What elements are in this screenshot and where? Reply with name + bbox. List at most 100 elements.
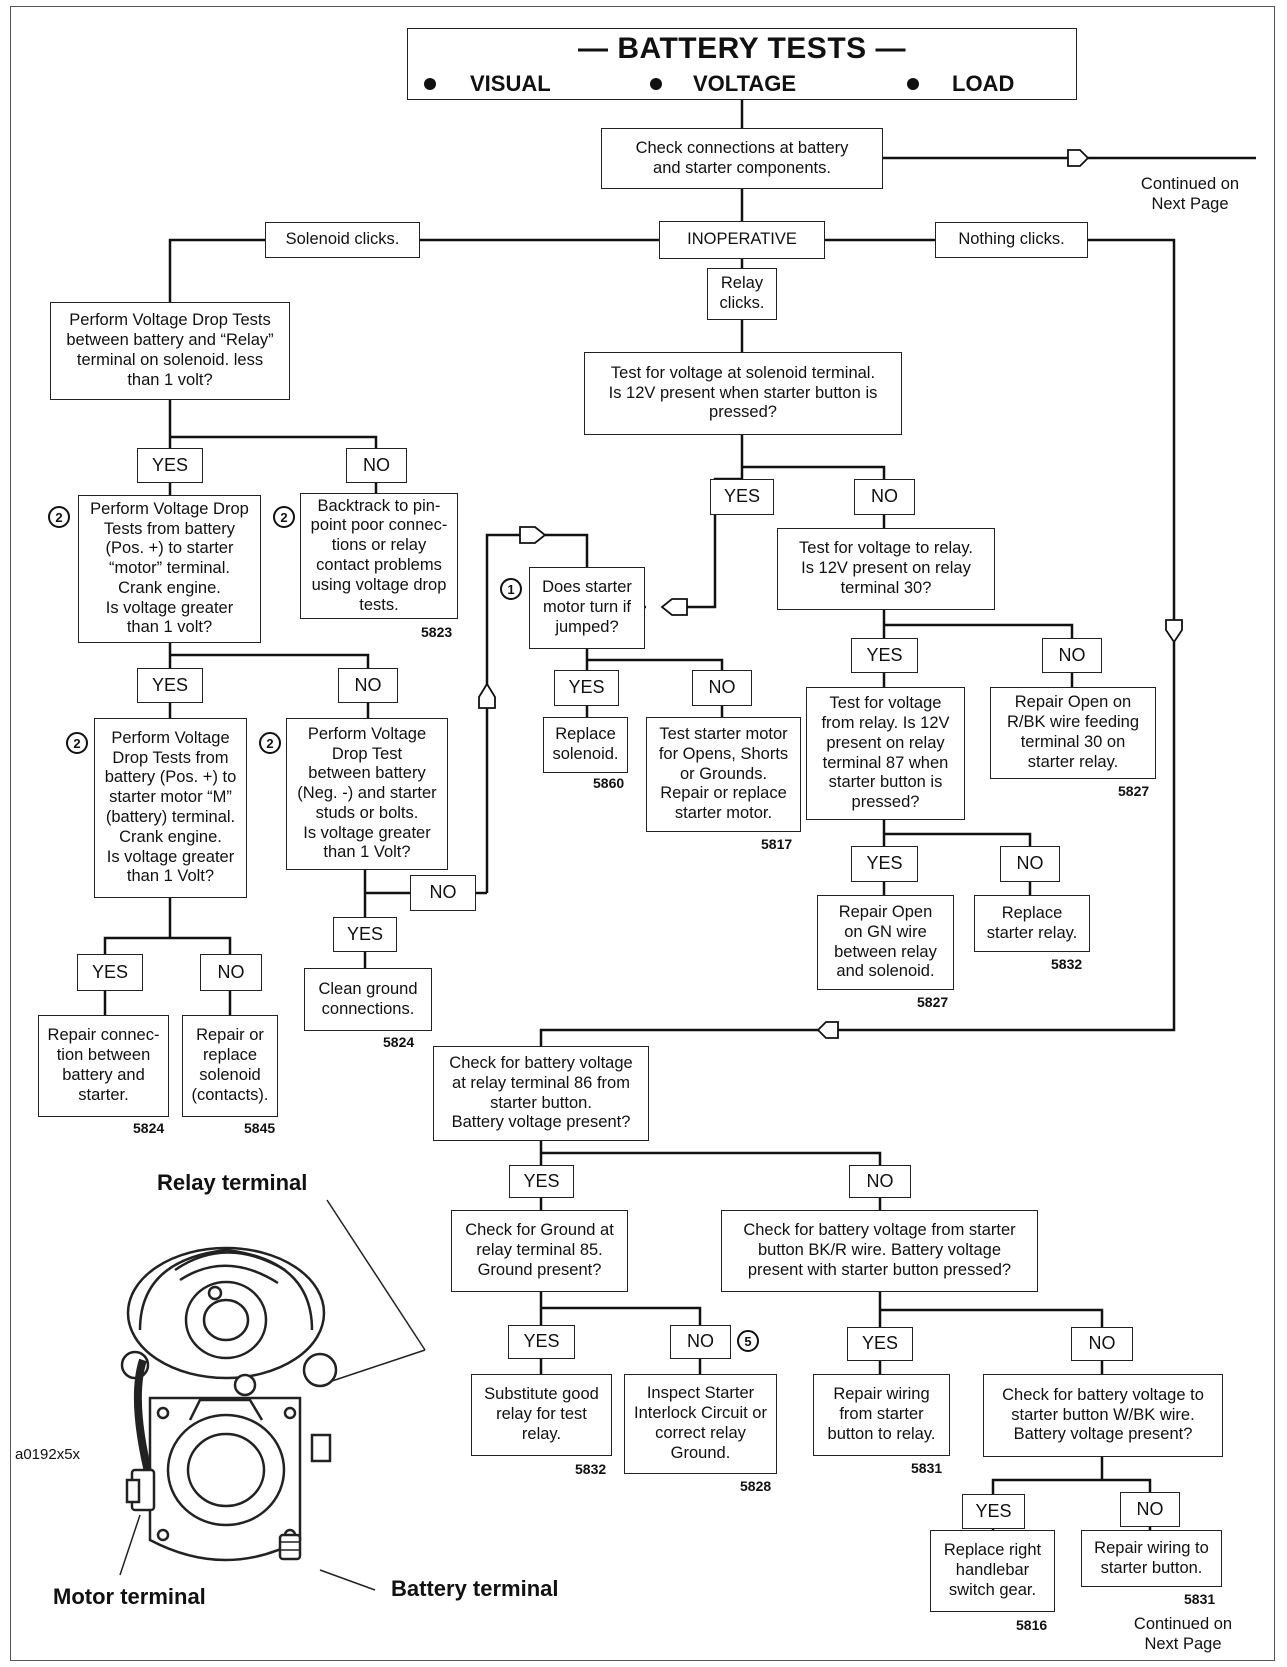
code-label: 5823 [421, 624, 453, 640]
arrow-left-mid [816, 1021, 839, 1039]
test-relay-87-box: Test for voltage from relay. Is 12V pres… [806, 687, 965, 820]
arrow-left-jumped [660, 598, 688, 616]
backtrack-box: Backtrack to pin- point poor connec- tio… [300, 493, 458, 619]
yes-label: YES [851, 638, 918, 673]
repair-rbk-box: Repair Open on R/BK wire feeding termina… [990, 687, 1156, 779]
check-relay-86-box: Check for battery voltage at relay termi… [433, 1046, 649, 1141]
page-frame [10, 6, 1275, 1661]
no-label: NO [346, 448, 407, 483]
inspect-interlock-box: Inspect Starter Interlock Circuit or cor… [624, 1374, 777, 1474]
code-label: 5831 [1184, 1591, 1216, 1607]
repair-gn-box: Repair Open on GN wire between relay and… [817, 895, 954, 990]
no-label: NO [1000, 846, 1060, 882]
code-label: 5817 [761, 836, 793, 852]
yes-label: YES [554, 670, 619, 706]
check-wbk-box: Check for battery voltage to starter but… [983, 1374, 1223, 1457]
code-label: 5832 [575, 1461, 607, 1477]
yes-label: YES [508, 1325, 575, 1359]
check-relay-85-box: Check for Ground at relay terminal 85. G… [451, 1210, 628, 1292]
bullet-icon [650, 78, 662, 90]
nothing-clicks-box: Nothing clicks. [935, 222, 1088, 258]
arrow-down-right [1165, 619, 1183, 644]
no-label: NO [854, 479, 915, 515]
code-label: 5860 [593, 775, 625, 791]
test-relay-30-box: Test for voltage to relay. Is 12V presen… [777, 528, 995, 610]
figure-id: a0192x5x [15, 1446, 81, 1463]
note-1-icon: 1 [500, 578, 522, 600]
yes-label: YES [847, 1327, 913, 1361]
no-label: NO [1071, 1327, 1133, 1361]
subtitle-voltage: VOLTAGE [693, 71, 797, 96]
bullet-icon [907, 78, 919, 90]
title-box: — BATTERY TESTS — VISUAL VOLTAGE LOAD [407, 28, 1077, 100]
substitute-relay-box: Substitute good relay for test relay. [471, 1374, 612, 1456]
note-2-icon: 2 [48, 506, 70, 528]
code-label: 5845 [244, 1120, 276, 1136]
no-label: NO [1120, 1492, 1180, 1527]
code-label: 5827 [1118, 783, 1150, 799]
subtitle-load: LOAD [952, 71, 1015, 96]
page-title: — BATTERY TESTS — [578, 32, 906, 65]
yes-label: YES [710, 479, 774, 515]
bullet-icon [424, 78, 436, 90]
code-label: 5824 [133, 1120, 165, 1136]
continued-top-note: Continued on Next Page [1140, 175, 1240, 213]
yes-label: YES [77, 954, 143, 991]
test-solenoid-terminal-box: Test for voltage at solenoid terminal. I… [584, 352, 902, 435]
yes-label: YES [137, 448, 203, 483]
code-label: 5827 [917, 994, 949, 1010]
inoperative-box: INOPERATIVE [659, 221, 825, 259]
note-2-icon: 2 [273, 506, 295, 528]
check-bkr-box: Check for battery voltage from starter b… [721, 1210, 1038, 1292]
test-starter-motor-box: Test starter motor for Opens, Shorts or … [646, 717, 801, 832]
no-label: NO [849, 1165, 911, 1198]
repair-solenoid-box: Repair or replace solenoid (contacts). [182, 1015, 278, 1117]
no-label: NO [200, 954, 262, 991]
no-label: NO [1042, 638, 1102, 673]
code-label: 5828 [740, 1478, 772, 1494]
repair-wiring-button-box: Repair wiring to starter button. [1081, 1530, 1222, 1587]
code-label: 5832 [1051, 956, 1083, 972]
yes-label: YES [137, 668, 203, 703]
starter-motor-drawing [119, 1199, 426, 1591]
replace-solenoid-box: Replace solenoid. [543, 717, 628, 773]
repair-wiring-relay-box: Repair wiring from starter button to rel… [813, 1374, 950, 1456]
replace-switch-gear-box: Replace right handlebar switch gear. [930, 1530, 1055, 1612]
voltage-drop-relay-box: Perform Voltage Drop Tests between batte… [50, 302, 290, 400]
replace-relay-box: Replace starter relay. [974, 895, 1090, 952]
no-label: NO [692, 670, 752, 706]
code-label: 5824 [383, 1034, 415, 1050]
motor-terminal-label: Motor terminal [53, 1584, 206, 1609]
check-connections-box: Check connections at battery and starter… [601, 128, 883, 189]
yes-label: YES [851, 846, 918, 882]
note-5-icon: 5 [737, 1330, 759, 1352]
solenoid-clicks-box: Solenoid clicks. [265, 222, 420, 258]
arrow-right-jumped [519, 526, 547, 544]
arrow-right-top [1067, 149, 1090, 167]
continued-bottom-note: Continued on Next Page [1133, 1615, 1233, 1653]
repair-connection-box: Repair connec- tion between battery and … [38, 1015, 169, 1117]
arrow-up-jumped [478, 682, 496, 709]
yes-label: YES [509, 1165, 574, 1198]
yes-label: YES [333, 917, 397, 952]
battery-terminal-label: Battery terminal [391, 1576, 559, 1601]
no-label: NO [670, 1325, 731, 1359]
yes-label: YES [962, 1494, 1025, 1529]
clean-ground-box: Clean ground connections. [304, 968, 432, 1031]
starter-jumped-box: Does starter motor turn if jumped? [529, 567, 645, 649]
flow-arrows [478, 149, 1183, 1039]
subtitle-visual: VISUAL [470, 71, 551, 96]
voltage-drop-m-terminal-box: Perform Voltage Drop Tests from battery … [94, 718, 247, 898]
voltage-drop-negative-box: Perform Voltage Drop Test between batter… [286, 718, 448, 870]
no-label: NO [338, 668, 398, 703]
code-label: 5816 [1016, 1617, 1048, 1633]
code-label: 5831 [911, 1460, 943, 1476]
note-2-icon: 2 [259, 732, 281, 754]
no-label: NO [410, 875, 476, 911]
relay-terminal-label: Relay terminal [157, 1170, 308, 1195]
relay-clicks-box: Relay clicks. [707, 268, 777, 320]
voltage-drop-motor-box: Perform Voltage Drop Tests from battery … [78, 495, 261, 643]
note-2-icon: 2 [66, 732, 88, 754]
